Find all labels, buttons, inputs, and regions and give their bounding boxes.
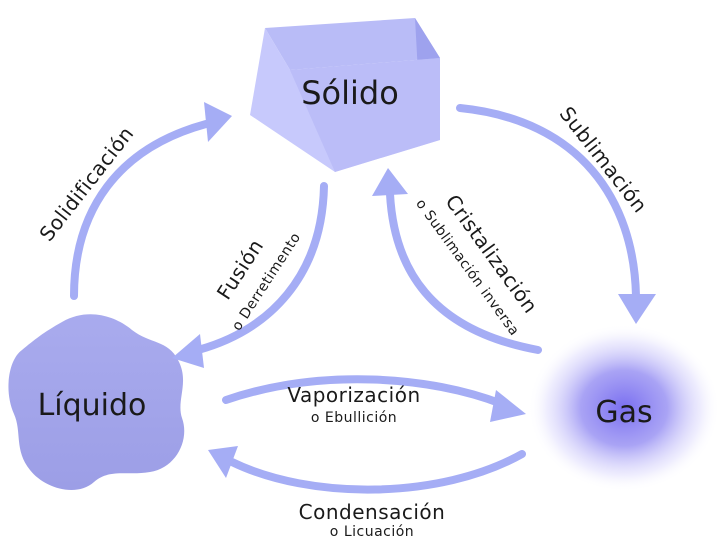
- arrow-head-cristalizacion: [372, 168, 408, 196]
- cube-top-face: [265, 18, 440, 70]
- arrow-head-vaporizacion: [490, 390, 526, 422]
- label-condensacion-alt: o Licuación: [330, 524, 414, 540]
- cube-right-face: [290, 58, 440, 172]
- arrow-sublimacion: [456, 104, 640, 300]
- arrow-head-sublimacion: [618, 294, 656, 324]
- arrow-condensacion: [228, 450, 526, 494]
- gas-cloud: [528, 324, 720, 492]
- state-label-solid: Sólido: [301, 74, 399, 112]
- liquid-blob: [8, 314, 185, 491]
- arrow-head-solidificacion: [204, 102, 232, 142]
- state-label-gas: Gas: [595, 395, 652, 430]
- solid-cube: [250, 18, 440, 172]
- label-vaporizacion-alt: o Ebullición: [311, 410, 397, 426]
- arrow-head-condensacion: [208, 446, 238, 478]
- arrow-fusion: [194, 182, 328, 354]
- label-condensacion: Condensación: [299, 500, 446, 524]
- label-vaporizacion: Vaporización: [287, 383, 420, 407]
- state-label-liquid: Líquido: [38, 388, 147, 423]
- label-sublimacion: Sublimación: [555, 102, 653, 218]
- arrow-vaporizacion: [222, 375, 506, 408]
- arrow-head-fusion: [172, 334, 204, 368]
- arrow-solidificacion: [70, 120, 210, 300]
- arrow-cristalizacion: [386, 190, 542, 354]
